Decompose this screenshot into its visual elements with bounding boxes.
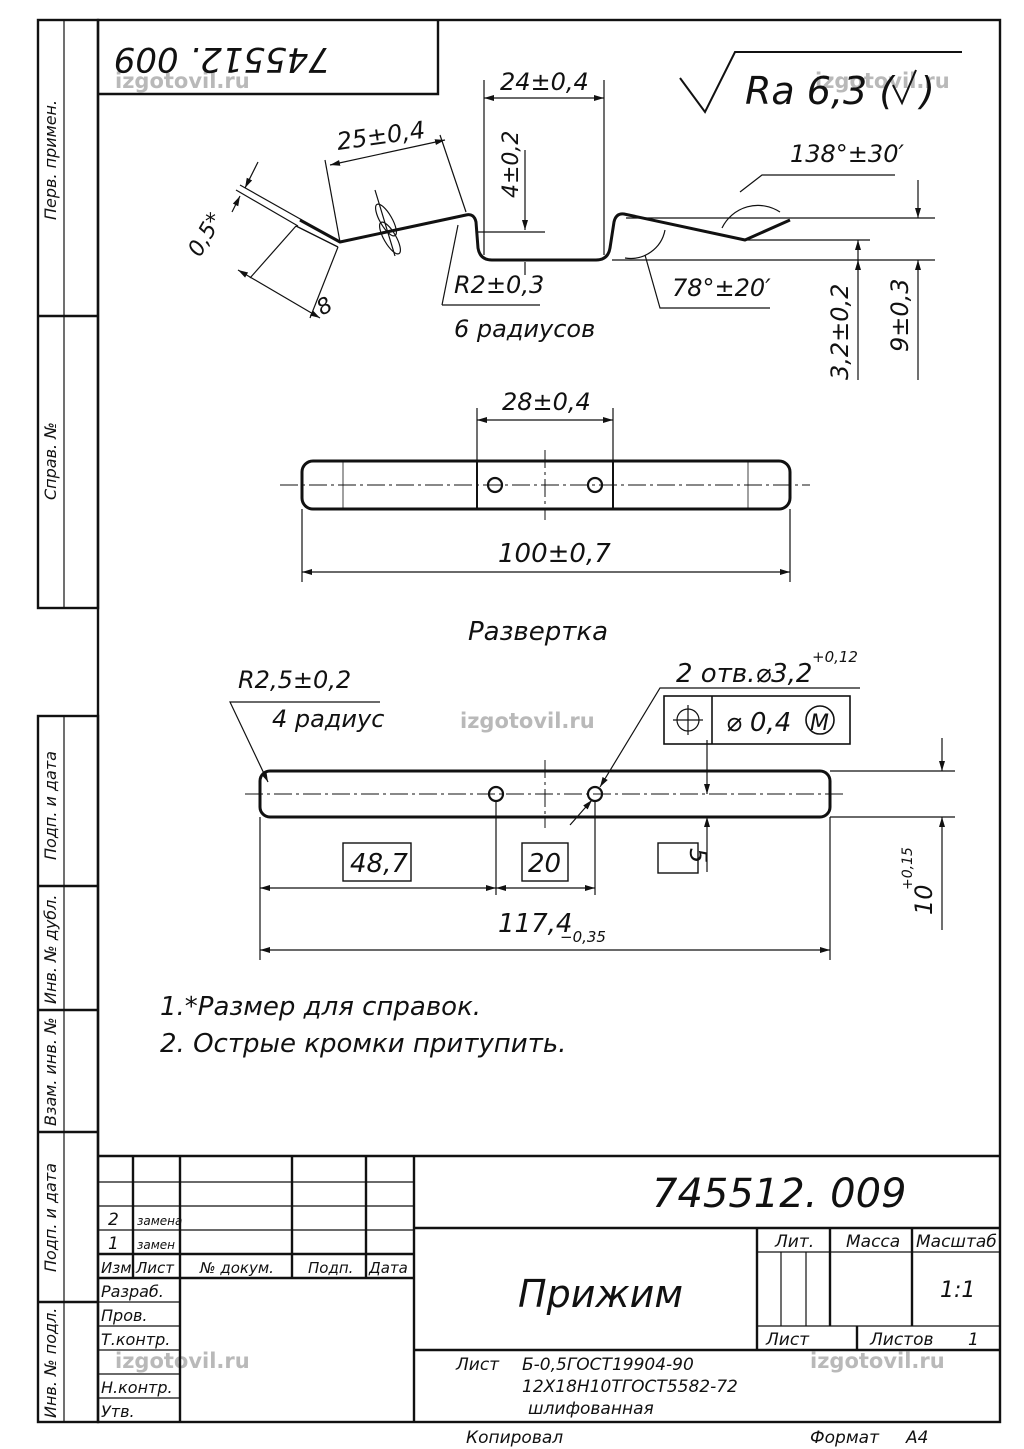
label-list: Лист	[765, 1330, 810, 1350]
flat-holes: 2 отв.⌀3,2	[676, 659, 812, 689]
sheet-frame	[36, 18, 1002, 1424]
title-block: 2 замена 1 замен Изм. Лист № докум. Подп…	[98, 1154, 1000, 1448]
tb-part-name: Прижим	[518, 1272, 683, 1316]
label-listov: Листов	[869, 1330, 934, 1350]
dim-8: 8	[313, 293, 338, 322]
side-stamp: Перв. примен. Справ. № Подп. и дата Инв.…	[41, 100, 60, 1418]
label-prov: Пров.	[101, 1306, 148, 1325]
label-format: Формат	[810, 1428, 880, 1448]
label-massa: Масса	[846, 1232, 900, 1252]
rev1-number: 1	[108, 1234, 119, 1254]
dim-487: 48,7	[350, 849, 408, 879]
label-tkontr: Т.контр.	[101, 1330, 170, 1349]
label-utv: Утв.	[101, 1402, 135, 1421]
stamp-podp-data-2: Подп. и дата	[41, 1163, 60, 1272]
flat-radius: R2,5±0,2	[238, 666, 351, 694]
dim-117-tol: −0,35	[560, 928, 606, 946]
dim-05: 0,5*	[184, 209, 229, 261]
dim-24: 24±0,4	[500, 68, 589, 96]
label-kopiroval: Копировал	[466, 1428, 563, 1448]
rev2-number: 2	[108, 1210, 119, 1230]
label-razrab: Разраб.	[101, 1282, 164, 1301]
radius-note: 6 радиусов	[454, 315, 595, 343]
dim-5: 5	[684, 848, 712, 863]
rev2-text: замена	[137, 1214, 182, 1228]
note-2: 2. Острые кромки притупить.	[160, 1029, 566, 1059]
label-masshtab: Масштаб	[916, 1232, 997, 1252]
format-value: А4	[905, 1428, 928, 1448]
material-line-2: 12Х18Н10ТГОСТ5582-72	[522, 1377, 738, 1397]
stamp-inv-dubl: Инв. № дубл.	[41, 895, 60, 1004]
scale-value: 1:1	[940, 1278, 975, 1303]
side-view: 24±0,4 25±0,4 4±0,2 0,5* 8 R2±0,3 6 ради…	[184, 68, 935, 380]
stamp-vzam-inv: Взам. инв. №	[41, 1017, 60, 1126]
label-lit: Лит.	[774, 1232, 814, 1252]
angle-78: 78°±20′	[672, 274, 771, 302]
tb-code: 745512. 009	[652, 1171, 906, 1217]
note-1: 1.*Размер для справок.	[160, 992, 481, 1022]
stamp-inv-podl: Инв. № подл.	[41, 1308, 60, 1418]
rotated-code-box: 745512. 009	[98, 20, 440, 96]
flat-title: Развертка	[468, 617, 608, 647]
watermarks: izgotovil.ru izgotovil.ru izgotovil.ru i…	[115, 69, 950, 1373]
stamp-sprav-no: Справ. №	[41, 422, 60, 500]
watermark-top: izgotovil.ru	[115, 69, 250, 93]
mmc-symbol: M	[810, 711, 829, 736]
roughness-symbol: Ra 6,3 ( )	[679, 51, 962, 114]
dim-25: 25±0,4	[335, 116, 427, 156]
flat-holes-tol: +0,12	[812, 648, 858, 666]
radius-r2: R2±0,3	[454, 271, 544, 299]
flat-pattern: Развертка R2,5±0,2 4 радиус 2 отв.⌀3,2 +…	[229, 617, 955, 960]
dim-28: 28±0,4	[502, 388, 591, 416]
dim-100: 100±0,7	[498, 539, 611, 569]
roughness-tail: )	[917, 69, 935, 113]
angle-138: 138°±30′	[790, 140, 904, 168]
col-izm: Изм.	[101, 1259, 136, 1277]
rotated-code: 745512. 009	[114, 39, 330, 79]
roughness-text: Ra 6,3 (	[745, 69, 896, 113]
flat-radius-note: 4 радиус	[272, 705, 384, 733]
watermark-middle: izgotovil.ru	[460, 709, 595, 733]
notes: 1.*Размер для справок. 2. Острые кромки …	[160, 992, 566, 1059]
col-doc: № докум.	[199, 1259, 274, 1277]
dim-117: 117,4	[498, 909, 572, 939]
material-label: Лист	[455, 1355, 500, 1375]
position-tol-value: ⌀ 0,4	[726, 708, 791, 738]
dim-32: 3,2±0,2	[826, 284, 854, 380]
dim-9: 9±0,3	[886, 278, 914, 352]
watermark-bottom-right: izgotovil.ru	[810, 1349, 945, 1373]
stamp-podp-data-1: Подп. и дата	[41, 751, 60, 860]
listov-value: 1	[968, 1330, 979, 1350]
col-data: Дата	[368, 1259, 408, 1277]
watermark-top-right: izgotovil.ru	[815, 69, 950, 93]
material-line-1: Б-0,5ГОСТ19904-90	[522, 1355, 694, 1375]
dim-10-tol: +0,15	[900, 847, 916, 890]
col-podp: Подп.	[308, 1259, 353, 1277]
material-line-3: шлифованная	[528, 1399, 654, 1419]
dim-20: 20	[528, 849, 561, 879]
dim-4: 4±0,2	[499, 131, 524, 198]
col-list: Лист	[135, 1259, 175, 1277]
dim-10: 10	[910, 884, 938, 915]
rev1-text: замен	[137, 1238, 175, 1252]
label-nkontr: Н.контр.	[101, 1378, 173, 1397]
watermark-bottom-left: izgotovil.ru	[115, 1349, 250, 1373]
top-view: 28±0,4 100±0,7	[280, 388, 810, 582]
stamp-perv-primen: Перв. примен.	[41, 100, 60, 220]
